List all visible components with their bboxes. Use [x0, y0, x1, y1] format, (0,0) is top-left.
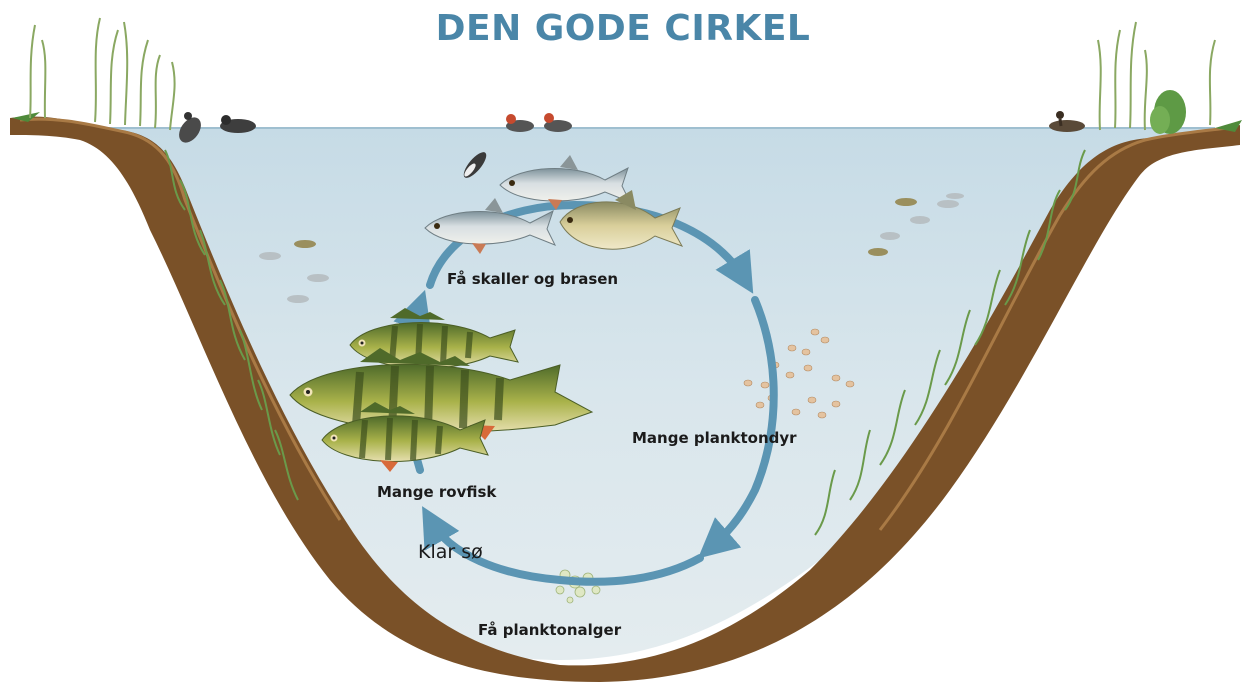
- label-many-predators: Mange rovfisk: [377, 483, 496, 501]
- label-clear-lake: Klar sø: [418, 541, 483, 563]
- label-few-algae: Få planktonalger: [478, 621, 621, 639]
- duck-icon: [506, 114, 534, 132]
- duck-icon: [220, 115, 256, 133]
- grebe-icon: [1049, 111, 1085, 132]
- diagram-title: DEN GODE CIRKEL: [0, 8, 1246, 49]
- label-many-zooplankton: Mange planktondyr: [632, 429, 797, 447]
- label-few-roach-bream: Få skaller og brasen: [447, 270, 618, 288]
- duck-icon: [544, 113, 572, 132]
- shrub-icon: [1150, 90, 1186, 134]
